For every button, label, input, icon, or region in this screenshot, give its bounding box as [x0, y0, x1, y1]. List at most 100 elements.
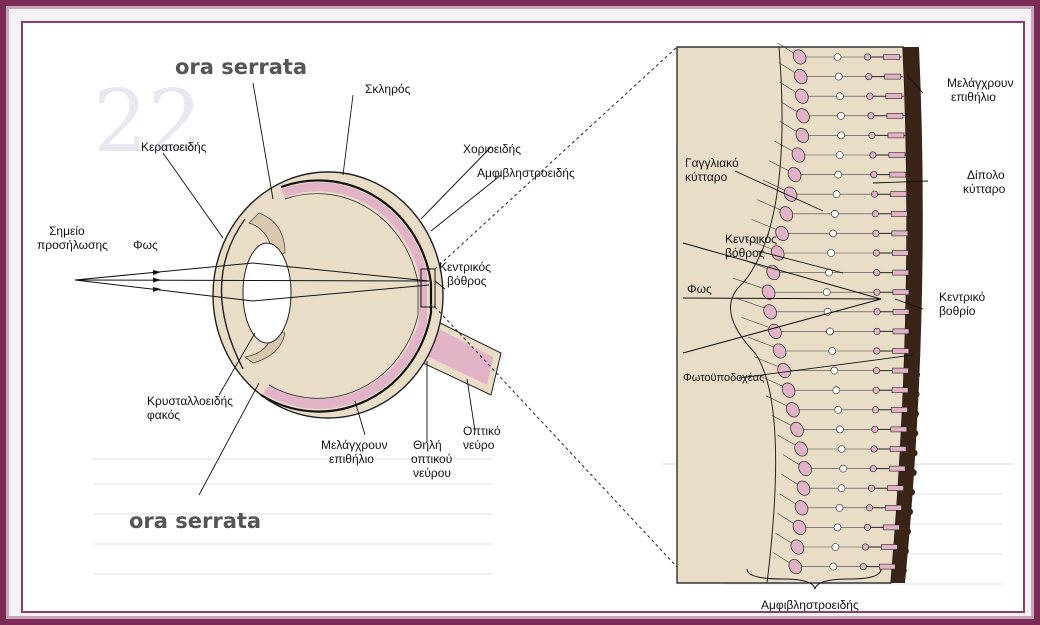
- cornea-label: Κερατοειδής: [141, 140, 207, 154]
- ora-serrata-top-label: ora serrata: [175, 55, 307, 79]
- pigment-eye-label-2: επιθήλιο: [329, 452, 374, 466]
- photoreceptor-outer-segment: [890, 447, 906, 452]
- pigment-detail-label-1: Μελάγχρουν: [947, 76, 1013, 90]
- ora-serrata-bottom-label: ora serrata: [129, 509, 261, 533]
- bipolar-cell: [833, 191, 840, 198]
- pigment-granule: [907, 116, 914, 123]
- bipolar-cell: [836, 152, 843, 159]
- pigment-granule: [904, 58, 911, 65]
- photoreceptor-outer-segment: [891, 427, 907, 432]
- bipolar-cell: [835, 406, 842, 413]
- photoreceptor-outer-segment: [893, 309, 909, 314]
- optic-disc-label-3: νεύρου: [413, 466, 451, 480]
- bipolar-cell: [837, 112, 844, 119]
- pigment-granule: [913, 293, 920, 300]
- photoreceptor-outer-segment: [893, 329, 909, 334]
- light-label-left: Φως: [133, 238, 158, 252]
- pigment-granule: [913, 254, 920, 261]
- pigment-granule: [910, 469, 917, 476]
- pigment-granule: [909, 156, 916, 163]
- bipolar-cell: [840, 465, 847, 472]
- pigment-granule: [902, 548, 909, 555]
- bipolar-cell: [830, 563, 837, 570]
- diagram-panel: 22: [21, 21, 1025, 613]
- pigment-granule: [911, 430, 918, 437]
- bipolar-label-1: Δίπολο: [967, 168, 1005, 182]
- pigment-granule: [913, 273, 920, 280]
- photoreceptor-label: Φωτοϋποδοχέας: [683, 372, 764, 384]
- optic-nerve-label-2: νεύρο: [463, 438, 495, 452]
- ray-arrows: [153, 270, 161, 292]
- fovea-eye-label-2: βόθρος: [447, 274, 487, 288]
- pigment-eye-label-1: Μελάγχρουν: [321, 438, 387, 452]
- focal-point-label-2: προσήλωσης: [37, 238, 108, 252]
- pigment-granule: [904, 528, 911, 535]
- pigment-granule: [913, 332, 920, 339]
- sclera-label: Σκληρός: [365, 82, 411, 96]
- photoreceptor-outer-segment: [890, 172, 906, 177]
- pigment-granule: [900, 567, 907, 574]
- pigment-granule: [911, 195, 918, 202]
- lens-label-1: Κρυσταλλοειδής: [147, 394, 233, 408]
- photoreceptor-outer-segment: [885, 74, 901, 79]
- eye-retina-diagram: 22: [23, 23, 1025, 613]
- foveola-label-2: βοθρίο: [939, 304, 976, 318]
- photoreceptor-outer-segment: [893, 349, 909, 354]
- photoreceptor-outer-segment: [886, 505, 902, 510]
- photoreceptor-outer-segment: [892, 251, 908, 256]
- optic-disc-label-1: Θηλή: [413, 438, 442, 452]
- pigment-granule: [908, 489, 915, 496]
- bipolar-cell: [831, 367, 838, 374]
- pigment-granule: [905, 77, 912, 84]
- light-label-right: Φως: [687, 282, 712, 296]
- bipolar-cell: [826, 328, 833, 335]
- pigment-granule: [913, 312, 920, 319]
- retina-bracket-label: Αμφιβληστροειδής: [761, 598, 859, 612]
- bipolar-cell: [831, 210, 838, 217]
- bipolar-cell: [823, 289, 830, 296]
- pigment-granule: [912, 234, 919, 241]
- ganglion-label-1: Γαγγλιακό: [685, 156, 739, 170]
- photoreceptor-outer-segment: [893, 270, 909, 275]
- bipolar-cell: [834, 524, 841, 531]
- photoreceptor-outer-segment: [892, 368, 908, 373]
- bipolar-cell: [838, 132, 845, 139]
- photoreceptor-outer-segment: [891, 192, 907, 197]
- foveola-label-1: Κεντρικό: [939, 290, 985, 304]
- photoreceptor-outer-segment: [884, 55, 900, 60]
- photoreceptor-outer-segment: [893, 290, 909, 295]
- pigment-granule: [908, 136, 915, 143]
- bipolar-cell: [838, 446, 845, 453]
- optic-disc-label-2: οπτικού: [411, 452, 452, 466]
- focal-point-label-1: Σημείο: [49, 224, 85, 238]
- photoreceptor-outer-segment: [889, 466, 905, 471]
- bipolar-cell: [833, 387, 840, 394]
- photoreceptor-outer-segment: [888, 133, 904, 138]
- fovea-detail-label-2: βόθρος: [725, 246, 765, 260]
- pigment-granule: [912, 410, 919, 417]
- photoreceptor-outer-segment: [883, 525, 899, 530]
- bipolar-cell: [834, 54, 841, 61]
- bipolar-cell: [829, 230, 836, 237]
- photoreceptor-outer-segment: [887, 113, 903, 118]
- bipolar-cell: [835, 73, 842, 80]
- pigment-detail-label-2: επιθήλιο: [951, 90, 996, 104]
- photoreceptor-outer-segment: [889, 153, 905, 158]
- fovea-eye-label-1: Κεντρικός: [439, 260, 491, 274]
- bipolar-label-2: κύτταρο: [963, 182, 1006, 196]
- pigment-granule: [906, 508, 913, 515]
- pigment-granule: [913, 352, 920, 359]
- pigment-granule: [913, 371, 920, 378]
- pigment-granule: [913, 391, 920, 398]
- photoreceptor-outer-segment: [881, 545, 897, 550]
- bipolar-cell: [838, 485, 845, 492]
- lens: [243, 243, 291, 343]
- bipolar-cell: [836, 426, 843, 433]
- svg-text:22: 22: [93, 72, 202, 172]
- fovea-detail-label-1: Κεντρικός: [725, 232, 777, 246]
- retina-label: Αμφιβληστροειδής: [477, 166, 575, 180]
- outer-frame: 22: [6, 6, 1034, 619]
- pigment-granule: [912, 214, 919, 221]
- pigment-granule: [911, 450, 918, 457]
- retina-detail-bg: [677, 47, 907, 583]
